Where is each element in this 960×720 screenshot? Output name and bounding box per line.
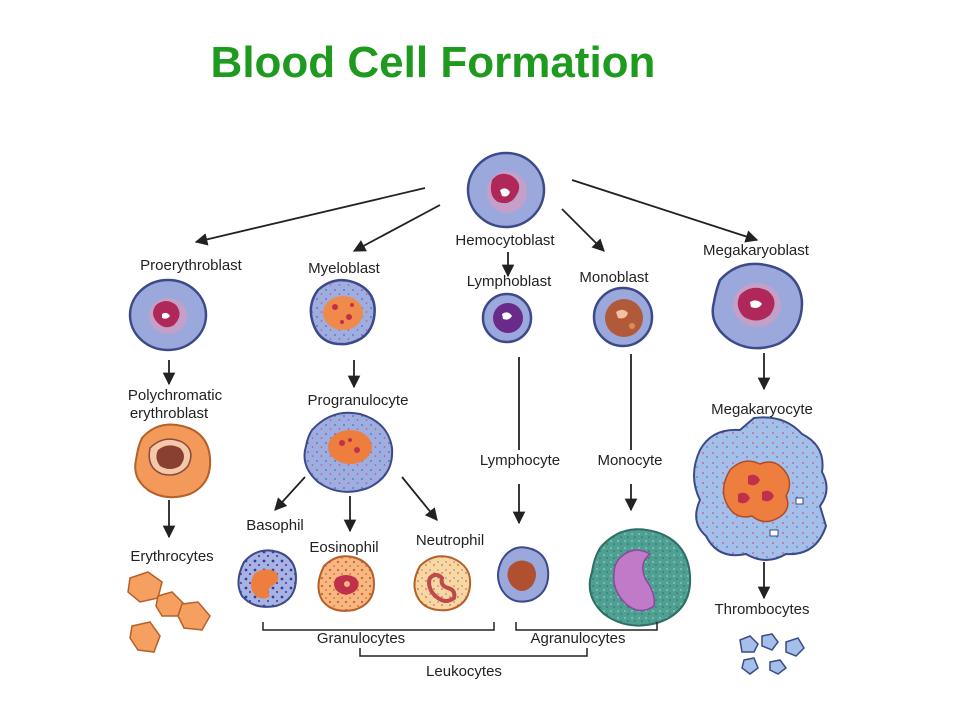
label-megakaryoblast: Megakaryoblast: [703, 242, 810, 259]
label-proerythroblast: Proerythroblast: [140, 257, 243, 274]
monoblast-cell: [592, 286, 654, 348]
label-lymphocyte: Lymphocyte: [480, 452, 560, 469]
agranulocytes-bracket: [515, 622, 658, 631]
label-leukocytes: Leukocytes: [426, 663, 502, 680]
label-monoblast: Monoblast: [579, 269, 649, 286]
label-megakaryocyte: Megakaryocyte: [711, 401, 813, 418]
label-agranulocytes: Agranulocytes: [530, 630, 625, 647]
lymphoblast-cell: [481, 292, 533, 344]
label-myeloblast: Myeloblast: [308, 260, 381, 277]
arrow-to-megakaryoblast: [571, 179, 759, 243]
hemocytoblast-cell: [466, 151, 546, 229]
megakaryocyte-cell: [693, 416, 828, 561]
basophil-cell: [237, 549, 298, 608]
label-polychromatic-line2: erythroblast: [130, 405, 209, 422]
label-neutrophil: Neutrophil: [416, 532, 484, 549]
label-erythrocytes: Erythrocytes: [130, 548, 213, 565]
proerythroblast-cell: [128, 278, 208, 352]
monocyte-cell: [588, 528, 692, 627]
neutrophil-cell: [413, 555, 472, 612]
eosinophil-cell: [317, 555, 376, 612]
label-hemocytoblast: Hemocytoblast: [455, 232, 555, 249]
label-granulocytes: Granulocytes: [317, 630, 405, 647]
arrow-to-proerythroblast: [194, 187, 426, 246]
label-progranulocyte: Progranulocyte: [308, 392, 409, 409]
page-title: Blood Cell Formation: [210, 38, 656, 87]
granulocytes-bracket: [262, 622, 495, 631]
megakaryoblast-cell: [711, 262, 804, 350]
arrow-to-myeloblast: [352, 204, 441, 252]
polychromatic-erythroblast-cell: [134, 423, 212, 499]
arrow-to-basophil: [274, 476, 306, 511]
label-monocyte: Monocyte: [597, 452, 662, 469]
label-eosinophil: Eosinophil: [309, 539, 378, 556]
label-thrombocytes: Thrombocytes: [714, 601, 809, 618]
label-basophil: Basophil: [246, 517, 304, 534]
erythrocytes-group: [127, 571, 211, 653]
label-polychromatic-line1: Polychromatic: [128, 387, 223, 404]
arrow-to-monoblast: [561, 208, 605, 252]
progranulocyte-cell: [303, 411, 394, 493]
label-lymphoblast: Lymphoblast: [467, 273, 552, 290]
leukocytes-bracket: [359, 648, 588, 657]
arrow-to-neutrophil: [401, 476, 438, 521]
thrombocytes-group: [739, 633, 805, 675]
lymphocyte-cell: [497, 546, 550, 603]
myeloblast-cell: [309, 278, 376, 346]
